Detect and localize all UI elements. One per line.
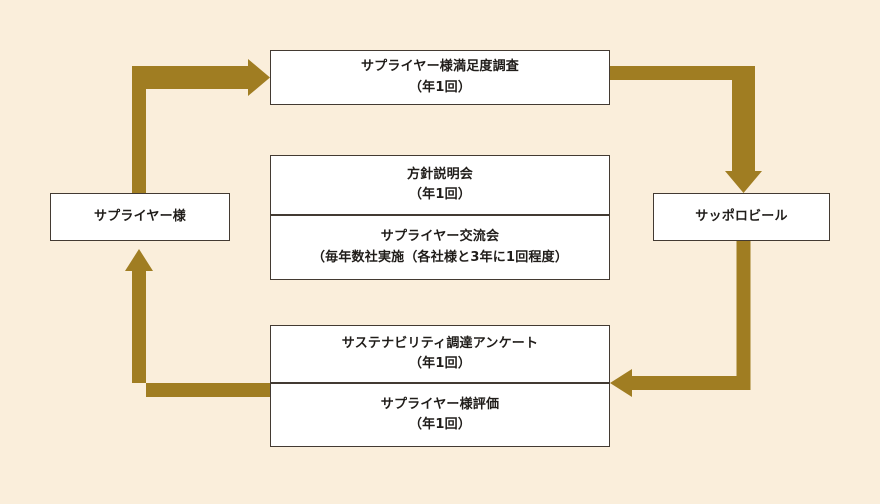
node-supplier: サプライヤー様 — [50, 193, 230, 241]
arrow-supplier-to-satisfaction-survey — [132, 59, 270, 193]
node-sapporo-beer: サッポロビール — [653, 193, 830, 241]
node-sapporo-beer-label: サッポロビール — [695, 208, 788, 224]
arrow-satisfaction-survey-to-company — [610, 66, 762, 193]
node-satisfaction-survey-frequency: （年1回） — [408, 79, 472, 95]
node-satisfaction-survey: サプライヤー様満足度調査 （年1回） — [270, 50, 610, 105]
node-satisfaction-survey-title: サプライヤー様満足度調査 — [360, 59, 519, 75]
node-sustainability-survey: サステナビリティ調達アンケート （年1回） — [270, 325, 610, 383]
group-bottom-activities: サステナビリティ調達アンケート （年1回） サプライヤー様評価 （年1回） — [270, 325, 610, 447]
node-supplier-evaluation: サプライヤー様評価 （年1回） — [270, 383, 610, 447]
node-policy-briefing-frequency: （年1回） — [408, 187, 472, 202]
node-sustainability-survey-title: サステナビリティ調達アンケート — [341, 335, 539, 351]
node-supplier-evaluation-frequency: （年1回） — [408, 417, 472, 432]
group-middle-activities: 方針説明会 （年1回） サプライヤー交流会 （毎年数社実施（各社様と3年に1回程… — [270, 155, 610, 280]
node-supplier-evaluation-title: サプライヤー様評価 — [380, 396, 500, 412]
node-exchange-meeting-title: サプライヤー交流会 — [380, 229, 500, 245]
node-policy-briefing: 方針説明会 （年1回） — [270, 155, 610, 215]
node-sustainability-survey-frequency: （年1回） — [408, 356, 472, 371]
node-policy-briefing-title: 方針説明会 — [406, 166, 473, 182]
node-exchange-meeting: サプライヤー交流会 （毎年数社実施（各社様と3年に1回程度） — [270, 215, 610, 280]
arrow-company-to-bottom-activities — [610, 241, 751, 397]
node-supplier-label: サプライヤー様 — [93, 208, 186, 224]
arrow-bottom-activities-to-supplier — [125, 249, 270, 397]
node-exchange-meeting-frequency: （毎年数社実施（各社様と3年に1回程度） — [311, 249, 569, 265]
